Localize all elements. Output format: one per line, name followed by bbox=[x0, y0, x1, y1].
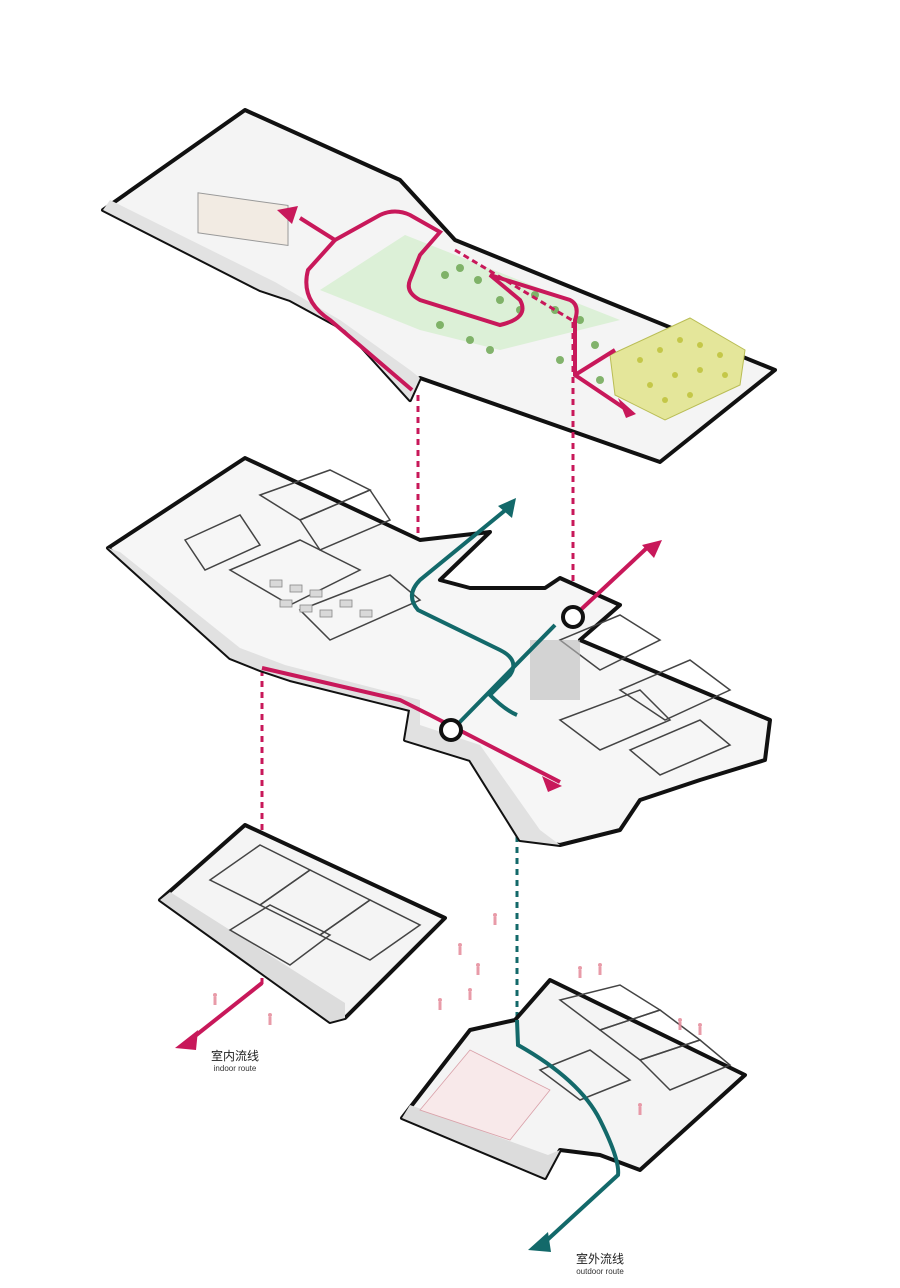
legend-indoor-route: 室内流线 indoor route bbox=[200, 1049, 270, 1073]
roof-garden-yellow-bed bbox=[609, 317, 746, 421]
outdoor-route-arrow-icon bbox=[498, 498, 516, 518]
roof-dashed-path bbox=[454, 248, 576, 324]
lower-left-slab bbox=[158, 823, 447, 1024]
indoor-route-arrow-icon bbox=[642, 540, 662, 558]
indoor-route-arrow-icon bbox=[277, 206, 298, 224]
legend-outdoor-route: 室外流线 outdoor route bbox=[560, 1252, 640, 1276]
roof-yellow-plants bbox=[637, 337, 728, 403]
roof-skylight bbox=[197, 192, 289, 247]
legend-outdoor-zh: 室外流线 bbox=[575, 1252, 624, 1266]
lower-left-edge bbox=[160, 892, 345, 1022]
connection-node-icon bbox=[561, 605, 585, 629]
people-figures bbox=[213, 913, 702, 1115]
legend-indoor-en: indoor route bbox=[213, 1063, 257, 1073]
indoor-route-arrow-icon bbox=[618, 398, 636, 418]
lower-left-rooms bbox=[208, 844, 422, 966]
legend-indoor-zh: 室内流线 bbox=[210, 1049, 259, 1063]
main-outdoor-route bbox=[450, 623, 557, 732]
lower-right-rooms bbox=[538, 984, 732, 1101]
main-floor-slab bbox=[106, 456, 772, 847]
roof-indoor-route bbox=[298, 216, 414, 392]
lower-left-indoor-route bbox=[188, 981, 264, 1042]
lower-left-block bbox=[158, 823, 447, 1050]
roof-level bbox=[101, 108, 777, 464]
roof-edge-band bbox=[103, 200, 420, 400]
indoor-route-arrow-icon bbox=[542, 776, 562, 792]
main-indoor-route bbox=[261, 666, 561, 784]
main-stair-atrium bbox=[530, 640, 580, 700]
roof-indoor-route-branch bbox=[334, 209, 632, 414]
roof-trees bbox=[436, 264, 604, 384]
connection-node-icon bbox=[439, 718, 463, 742]
legend-outdoor-en: outdoor route bbox=[576, 1266, 624, 1276]
main-level bbox=[106, 456, 772, 847]
lower-right-plaza bbox=[419, 1049, 551, 1141]
indoor-route-arrow-icon bbox=[175, 1030, 198, 1050]
lower-right-edge bbox=[402, 1105, 560, 1178]
lower-right-outdoor-route bbox=[515, 1019, 621, 1244]
roof-garden-lawn bbox=[320, 235, 620, 350]
main-interior-rooms bbox=[183, 469, 732, 776]
outdoor-route-arrow-icon bbox=[528, 1232, 551, 1252]
roof-indoor-route-side bbox=[573, 348, 617, 377]
lower-right-block bbox=[400, 978, 747, 1252]
main-indoor-route-exit bbox=[571, 543, 652, 619]
main-floor-edge-band bbox=[108, 548, 560, 845]
main-outdoor-route-loop bbox=[410, 506, 518, 717]
main-desks bbox=[269, 579, 373, 618]
